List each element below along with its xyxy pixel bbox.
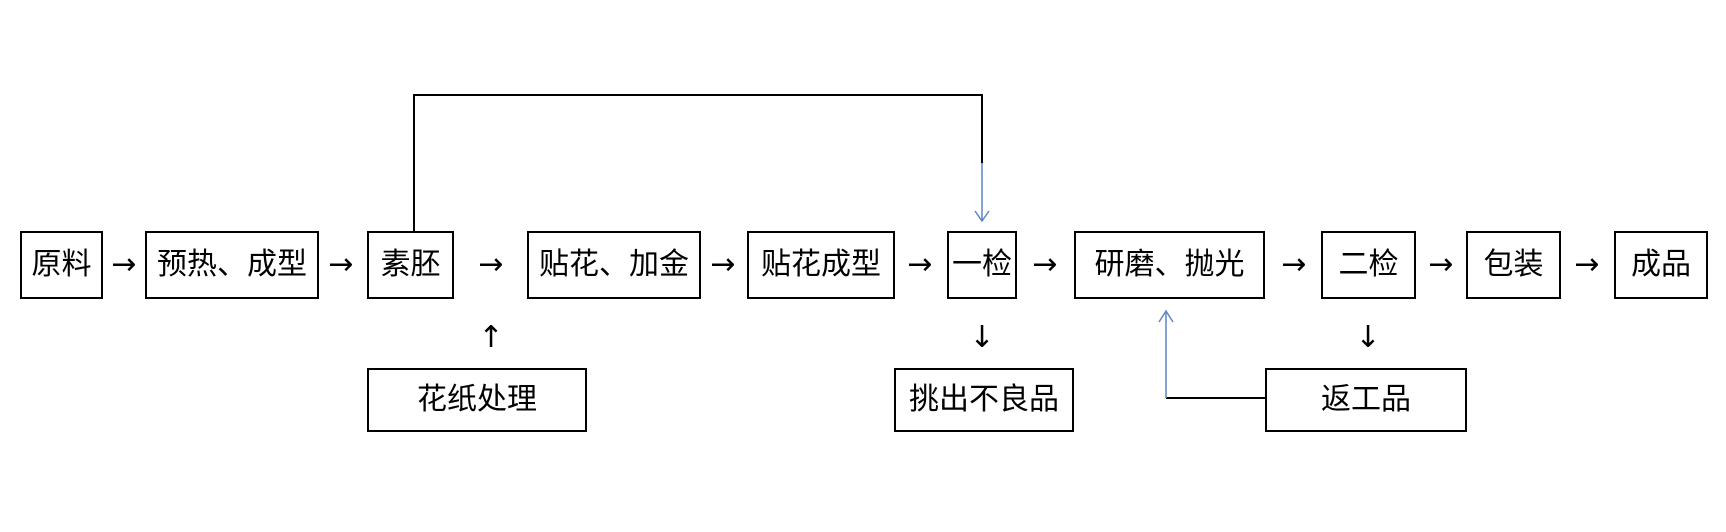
flow-arrow: → xyxy=(328,247,354,282)
box-rework-items: 返工品 xyxy=(1265,368,1467,432)
box-reject-defects: 挑出不良品 xyxy=(894,368,1074,432)
box-label: 返工品 xyxy=(1321,382,1411,417)
flow-arrow: → xyxy=(710,247,736,282)
step-label: 二检 xyxy=(1338,247,1399,282)
box-label: 挑出不良品 xyxy=(909,382,1059,417)
flow-arrow: → xyxy=(1281,247,1307,282)
down-arrow-rework: ↓ xyxy=(1355,320,1381,355)
step-label: 包装 xyxy=(1483,247,1544,282)
flow-arrow: → xyxy=(1032,247,1058,282)
step-label: 素胚 xyxy=(380,247,441,282)
step-label: 贴花、加金 xyxy=(539,247,689,282)
bypass-arrowhead xyxy=(974,210,990,223)
box-label: 花纸处理 xyxy=(417,382,537,417)
flow-arrow: → xyxy=(907,247,933,282)
step-label: 成品 xyxy=(1631,247,1691,282)
step-raw-materials: 原料 xyxy=(20,231,103,299)
flow-arrow: → xyxy=(1574,247,1600,282)
rework-return-arrowhead xyxy=(1158,309,1174,323)
step-label: 原料 xyxy=(31,247,92,282)
step-decal-gilding: 贴花、加金 xyxy=(527,231,701,299)
bypass-line-to-first-inspection xyxy=(413,94,983,231)
step-label: 研磨、抛光 xyxy=(1094,247,1245,282)
down-arrow-reject: ↓ xyxy=(969,320,995,355)
step-decal-forming: 贴花成型 xyxy=(747,231,895,299)
step-grinding-polishing: 研磨、抛光 xyxy=(1074,231,1265,299)
flow-arrow: → xyxy=(1428,247,1454,282)
step-label: 贴花成型 xyxy=(761,247,881,282)
step-label: 预热、成型 xyxy=(157,247,307,282)
flow-arrow: → xyxy=(478,247,504,282)
step-first-inspection: 一检 xyxy=(947,231,1017,299)
up-arrow-flower-paper: ↑ xyxy=(478,320,504,355)
step-label: 一检 xyxy=(952,247,1012,282)
step-finished-product: 成品 xyxy=(1614,231,1708,299)
step-second-inspection: 二检 xyxy=(1321,231,1416,299)
step-greenware: 素胚 xyxy=(367,231,454,299)
step-preheat-forming: 预热、成型 xyxy=(145,231,319,299)
step-packaging: 包装 xyxy=(1466,231,1561,299)
box-flower-paper-processing: 花纸处理 xyxy=(367,368,587,432)
flow-arrow: → xyxy=(111,247,137,282)
